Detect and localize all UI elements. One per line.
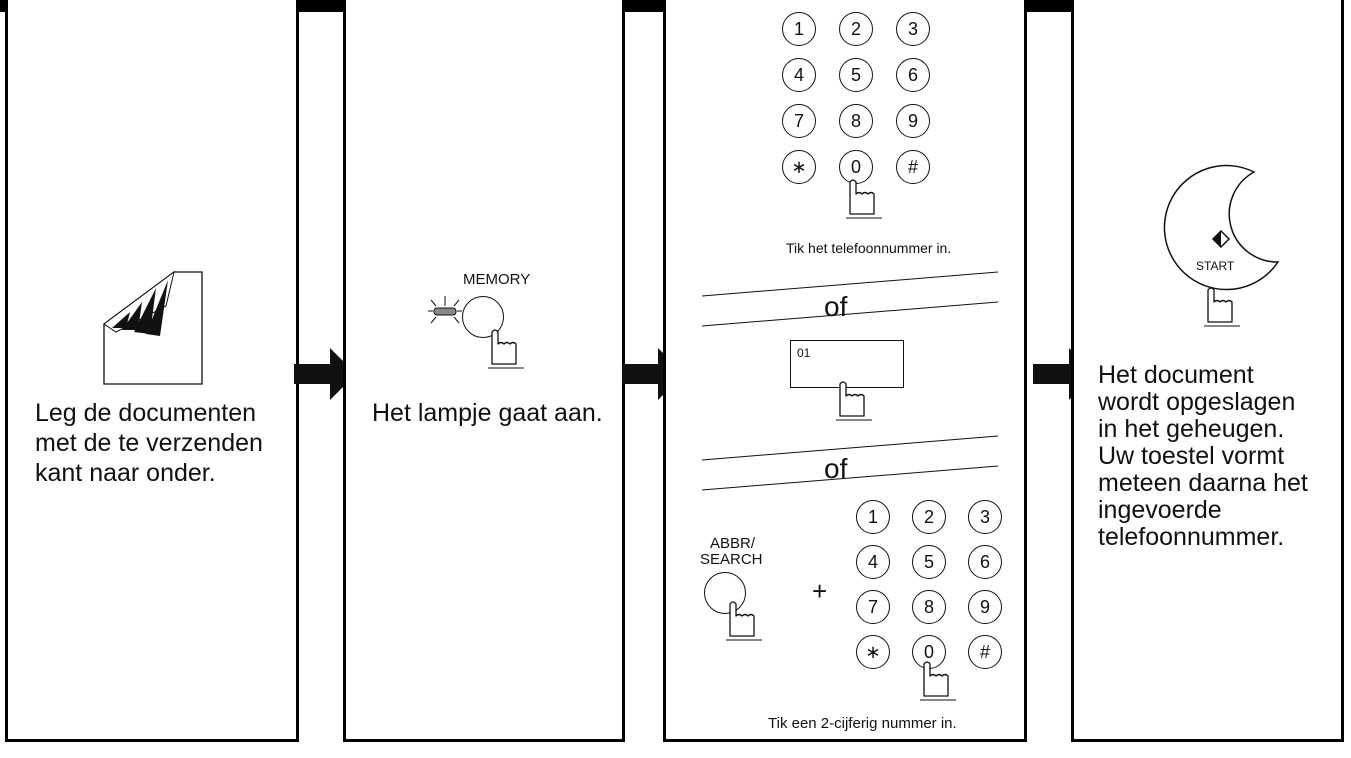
step-4-text-line-6: ingevoerde <box>1098 496 1222 524</box>
abbr-label-line-2: SEARCH <box>700 551 763 568</box>
keypad-key-6[interactable]: 6 <box>968 545 1002 579</box>
divider-lines-1 <box>701 271 999 327</box>
step-1-text-line-3: kant naar onder. <box>35 459 216 487</box>
keypad-key-6[interactable]: 6 <box>896 58 930 92</box>
keypad-key-hash[interactable]: # <box>968 635 1002 669</box>
start-button-label: START <box>1196 259 1235 273</box>
step-1-text-line-1: Leg de documenten <box>35 399 257 427</box>
step-panel-4: START Het document wordt opgeslagen in h… <box>1071 0 1344 742</box>
step-4-text-line-5: meteen daarna het <box>1098 469 1308 497</box>
memory-lamp-icon <box>428 296 462 324</box>
or-label-2: of <box>824 453 848 484</box>
pointing-hand-icon <box>836 381 872 421</box>
step-2-text: Het lampje gaat aan. <box>372 399 603 427</box>
step-4-text-line-7: telefoonnummer. <box>1098 523 1285 551</box>
caption-top: Tik het telefoonnummer in. <box>786 240 952 256</box>
keypad-key-9[interactable]: 9 <box>896 104 930 138</box>
pointing-hand-icon <box>488 329 524 369</box>
step-panel-2: MEMORY Het lampje gaat aan. <box>343 0 625 742</box>
keypad-key-3[interactable]: 3 <box>896 12 930 46</box>
step-panel-3: 1 2 3 4 5 6 7 8 9 ∗ 0 # Tik het telefoon… <box>663 0 1027 742</box>
start-button[interactable] <box>1158 164 1288 294</box>
keypad-key-star[interactable]: ∗ <box>782 150 816 184</box>
keypad-key-4[interactable]: 4 <box>856 545 890 579</box>
keypad-key-8[interactable]: 8 <box>839 104 873 138</box>
keypad-key-5[interactable]: 5 <box>912 545 946 579</box>
step-4-text-line-2: wordt opgeslagen <box>1098 388 1296 416</box>
document-feed-icon <box>103 270 203 385</box>
arrow-right-icon <box>294 348 356 400</box>
step-4-text-line-3: in het geheugen. <box>1098 415 1285 443</box>
keypad-key-1[interactable]: 1 <box>856 500 890 534</box>
keypad-key-1[interactable]: 1 <box>782 12 816 46</box>
keypad-key-2[interactable]: 2 <box>839 12 873 46</box>
caption-bottom: Tik een 2-cijferig nummer in. <box>768 715 957 732</box>
keypad-key-5[interactable]: 5 <box>839 58 873 92</box>
step-1-text-line-2: met de te verzenden <box>35 429 263 457</box>
keypad-key-7[interactable]: 7 <box>856 590 890 624</box>
keypad-key-star[interactable]: ∗ <box>856 635 890 669</box>
start-diamond-icon <box>1211 229 1231 249</box>
pointing-hand-icon <box>846 179 882 219</box>
step-4-text-line-4: Uw toestel vormt <box>1098 442 1285 470</box>
plus-sign: + <box>812 576 828 606</box>
speed-dial-display[interactable]: 01 <box>790 340 904 388</box>
keypad-key-3[interactable]: 3 <box>968 500 1002 534</box>
memory-button-label: MEMORY <box>463 271 531 288</box>
abbr-label-line-1: ABBR/ <box>710 535 756 552</box>
keypad-key-4[interactable]: 4 <box>782 58 816 92</box>
keypad-key-0[interactable]: 0 <box>839 150 873 184</box>
step-4-text-line-1: Het document <box>1098 361 1254 389</box>
keypad-key-9[interactable]: 9 <box>968 590 1002 624</box>
pointing-hand-icon <box>1204 287 1240 327</box>
pointing-hand-icon <box>726 601 762 641</box>
or-label-1: of <box>824 291 848 322</box>
keypad-key-8[interactable]: 8 <box>912 590 946 624</box>
abbr-search-button[interactable] <box>704 572 746 614</box>
pointing-hand-icon <box>920 661 956 701</box>
speed-dial-value: 01 <box>797 346 811 360</box>
divider-lines-2 <box>701 435 999 491</box>
keypad-key-2[interactable]: 2 <box>912 500 946 534</box>
step-panel-1: Leg de documenten met de te verzenden ka… <box>5 0 299 742</box>
keypad-key-7[interactable]: 7 <box>782 104 816 138</box>
keypad-key-hash[interactable]: # <box>896 150 930 184</box>
